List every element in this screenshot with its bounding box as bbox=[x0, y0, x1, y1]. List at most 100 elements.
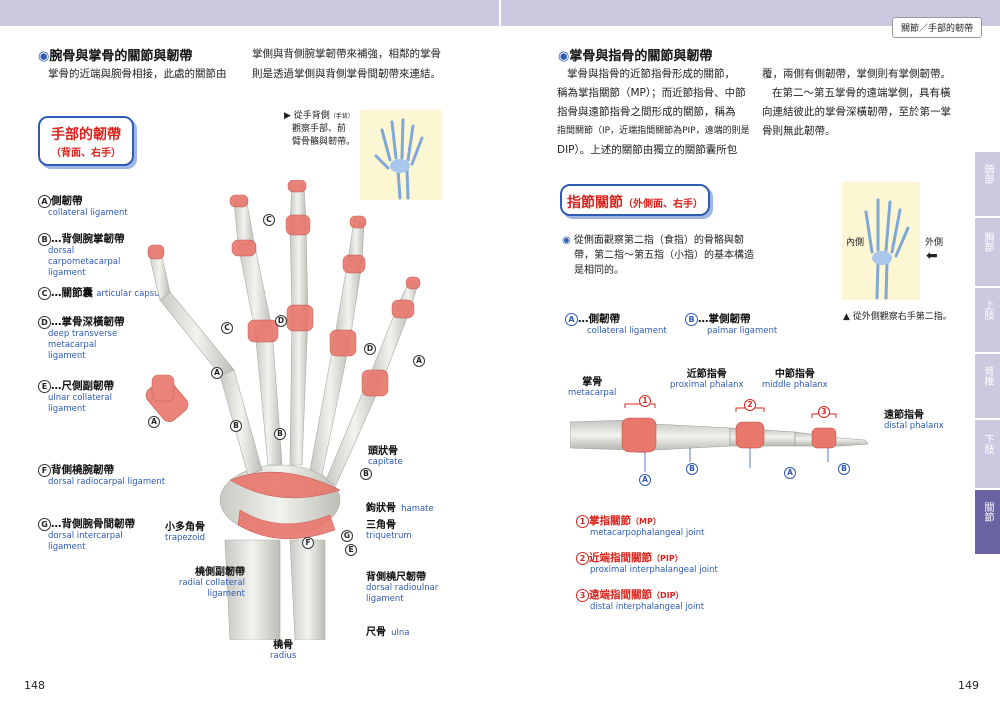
arrow-left-icon: ⬅ bbox=[926, 248, 938, 264]
marker-right-A-2: A bbox=[784, 467, 796, 479]
note-line-1: 帶，第二指～第五指（小指）的基本構造 bbox=[562, 248, 762, 263]
radcol-zh: 橈側副韌帶 bbox=[175, 567, 245, 578]
mid-en: middle phalanx bbox=[762, 380, 828, 391]
sidetab-head[interactable]: 頭部 bbox=[975, 152, 1000, 216]
thumb-caption-left: ▶ 從手背側（手背） 觀察手部、前 臂骨骼與韌帶。 bbox=[284, 110, 355, 149]
right-lig-B: B…掌側韌帶 palmar ligament bbox=[685, 313, 777, 337]
sidetab-joints-label: 關節 bbox=[975, 490, 1000, 522]
right-title-text: 掌骨與指骨的關節與韌帶 bbox=[569, 49, 712, 64]
thumb-outer-label: 外側 bbox=[925, 235, 943, 248]
marker-F: F bbox=[302, 537, 314, 549]
hamate-en: hamate bbox=[401, 504, 434, 514]
right-lig-A-zh: …側韌帶 bbox=[578, 313, 620, 325]
radius-en: radius bbox=[270, 651, 296, 662]
left-title-text: 腕骨與掌骨的關節與韌帶 bbox=[49, 49, 192, 64]
lig-F-letter: F bbox=[38, 464, 51, 477]
note-line-2: 是相同的。 bbox=[562, 263, 762, 278]
marker-joint-2: 2 bbox=[744, 399, 756, 411]
sidetab-lower-label: 下肢 bbox=[975, 420, 1000, 454]
lig-F-zh: 背側橈腕韌帶 bbox=[51, 464, 114, 476]
box-sub-label: （背面、右手） bbox=[40, 144, 132, 159]
marker-C-top: C bbox=[263, 214, 275, 226]
marker-E: E bbox=[345, 544, 357, 556]
sidetab-chest-label: 胸部 bbox=[975, 218, 1000, 252]
marker-A-left: A bbox=[148, 416, 160, 428]
right-p1-line-4: DIP）。上述的關節由獨立的關節囊所包 bbox=[557, 141, 757, 160]
marker-joint-3: 3 bbox=[818, 406, 830, 418]
lig-B-letter: B bbox=[38, 233, 51, 246]
lig-E-zh: …尺側副韌帶 bbox=[51, 380, 114, 392]
meta-en: metacarpal bbox=[568, 388, 616, 399]
mid-zh: 中節指骨 bbox=[762, 369, 828, 380]
marker-B-mid: B bbox=[274, 428, 286, 440]
lig-E: E…尺側副韌帶 ulnar collateral ligament bbox=[38, 380, 128, 415]
left-section-title: ◉腕骨與掌骨的關節與韌帶 bbox=[38, 45, 192, 64]
meta-zh: 掌骨 bbox=[568, 377, 616, 388]
bullet-icon: ◉ bbox=[38, 49, 49, 64]
left-para-2-line-1: 掌側與背側腕掌韌帶來補強，相鄰的掌骨 bbox=[252, 45, 441, 64]
box-main-label: 手部的韌帶 bbox=[40, 124, 132, 144]
finger-joint-box: 指節關節（外側面、右手） bbox=[560, 184, 710, 216]
sidetab-joints[interactable]: 關節 bbox=[975, 490, 1000, 554]
thumb-caption-right: ▲ 從外側觀察右手第二指。 bbox=[843, 309, 952, 322]
ulna-zh: 尺骨 bbox=[366, 627, 386, 638]
lig-A-letter: A bbox=[38, 195, 51, 208]
thumb-inner-label: 內側 bbox=[846, 235, 864, 248]
right-para-1: 掌骨與指骨的近節指骨形成的關節， 稱為掌指關節（MP）；而近節指骨、中節 指骨與… bbox=[557, 65, 757, 160]
sidetab-head-label: 頭部 bbox=[975, 152, 1000, 184]
thumb-caption-3: 臂骨骼與韌帶。 bbox=[284, 136, 355, 149]
note-bullet-icon: ◉ bbox=[562, 235, 574, 246]
right-p1-line-1: 稱為掌指關節（MP）；而近節指骨、中節 bbox=[557, 84, 757, 103]
lig-A-en: collateral ligament bbox=[38, 208, 128, 219]
sidetab-upper-limb[interactable]: 上肢 bbox=[975, 288, 1000, 352]
right-lig-B-en: palmar ligament bbox=[685, 326, 777, 337]
page-number-right: 149 bbox=[958, 679, 979, 692]
joint-1-abbr: （MP） bbox=[631, 517, 661, 526]
thumb-caption-2: 觀察手部、前 bbox=[284, 123, 355, 136]
prox-zh: 近節指骨 bbox=[670, 369, 744, 380]
label-ulna: 尺骨 ulna bbox=[366, 624, 409, 639]
lig-G-letter: G bbox=[38, 518, 51, 531]
right-lig-B-letter: B bbox=[685, 313, 698, 326]
lig-A: A側韌帶 collateral ligament bbox=[38, 195, 128, 219]
thumb-caption-1: ▶ 從手背側 bbox=[284, 111, 330, 121]
hamate-zh: 鉤狀骨 bbox=[366, 503, 396, 514]
page-number-left: 148 bbox=[24, 679, 45, 692]
lig-B-zh: …背側腕掌韌帶 bbox=[51, 233, 125, 245]
lig-C-zh: …關節囊 bbox=[51, 287, 93, 299]
right-lig-A-en: collateral ligament bbox=[565, 326, 667, 337]
lig-G-zh: …背側腕骨間韌帶 bbox=[51, 518, 135, 530]
radius-zh: 橈骨 bbox=[270, 640, 296, 651]
capitate-en: capitate bbox=[368, 457, 403, 468]
triquetrum-en: triquetrum bbox=[366, 531, 412, 542]
right-p2-line-3: 骨則無此韌帶。 bbox=[762, 122, 962, 141]
right-lig-B-zh: …掌側韌帶 bbox=[698, 313, 751, 325]
finger-box-sub: （外側面、右手） bbox=[623, 199, 703, 210]
trapezoid-en: trapezoid bbox=[165, 533, 205, 544]
marker-A-mid: A bbox=[211, 367, 223, 379]
right-p2-line-2: 向連結彼此的掌骨深橫韌帶，至於第一掌 bbox=[762, 103, 962, 122]
sidetab-spine-label: 背椎 bbox=[975, 354, 1000, 386]
label-radial-collateral: 橈側副韌帶radial collateral ligament bbox=[175, 567, 245, 600]
joint-3-num: 3 bbox=[576, 589, 589, 602]
label-hamate: 鉤狀骨 hamate bbox=[366, 500, 434, 515]
sidetab-spine[interactable]: 背椎 bbox=[975, 354, 1000, 418]
drul-zh: 背側橈尺韌帶 bbox=[366, 572, 446, 583]
header-tab: 關節／手部的韌帶 bbox=[892, 17, 982, 38]
marker-joint-1: 1 bbox=[639, 395, 651, 407]
left-para-2-line-2: 則是透過掌側與背側掌骨間韌帶來連結。 bbox=[252, 65, 441, 84]
joint-2-abbr: （PIP） bbox=[652, 554, 683, 563]
top-band-left bbox=[0, 0, 499, 26]
triquetrum-zh: 三角骨 bbox=[366, 520, 412, 531]
sidetab-lower-limb[interactable]: 下肢 bbox=[975, 420, 1000, 488]
joint-3-en: distal interphalangeal joint bbox=[576, 602, 704, 613]
note-line-0: 從側面觀察第二指（食指）的骨骼與韌 bbox=[574, 235, 744, 246]
marker-G: G bbox=[341, 530, 353, 542]
marker-right-B-2: B bbox=[838, 463, 850, 475]
joint-1-zh: 掌指關節 bbox=[589, 515, 631, 527]
joint-3: 3遠端指間關節（DIP） distal interphalangeal join… bbox=[576, 587, 704, 613]
sidetab-chest[interactable]: 胸部 bbox=[975, 218, 1000, 286]
thumb-caption-1-small: （手背） bbox=[330, 113, 354, 120]
